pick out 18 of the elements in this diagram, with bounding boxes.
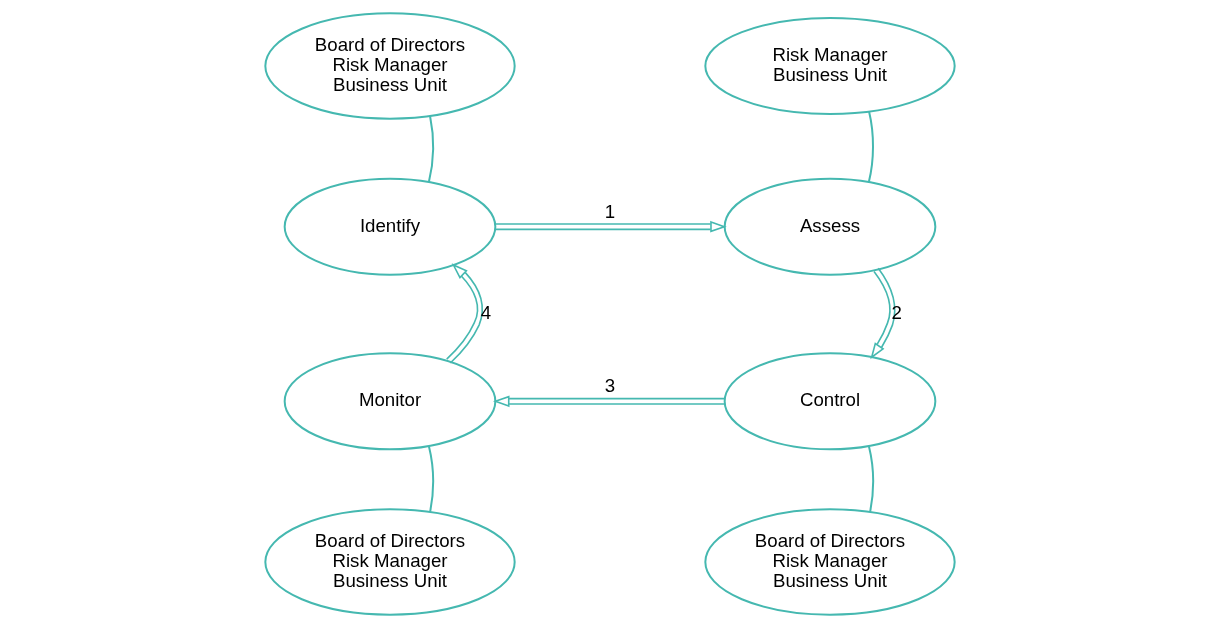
node-ellipse: Monitor <box>283 352 496 451</box>
edge-label: 1 <box>604 200 615 222</box>
node-ellipse: Board of Directors Risk Manager Business Unit <box>263 508 516 616</box>
connector <box>427 115 434 183</box>
node-ellipse: Risk Manager Business Unit <box>703 17 956 115</box>
connector <box>867 110 874 183</box>
node-ellipse: Assess <box>723 177 936 276</box>
node-ellipse: Board of Directors Risk Manager Business Unit <box>263 12 516 120</box>
arrow <box>445 263 483 364</box>
connector <box>867 445 874 513</box>
arrow <box>494 220 727 233</box>
arrow <box>869 267 896 360</box>
node-ellipse: Identify <box>283 177 496 276</box>
arrow <box>492 395 725 408</box>
edge-label: 3 <box>604 375 615 397</box>
node-ellipse: Control <box>723 352 936 451</box>
connector <box>427 445 434 513</box>
node-ellipse: Board of Directors Risk Manager Business Unit <box>703 508 956 616</box>
